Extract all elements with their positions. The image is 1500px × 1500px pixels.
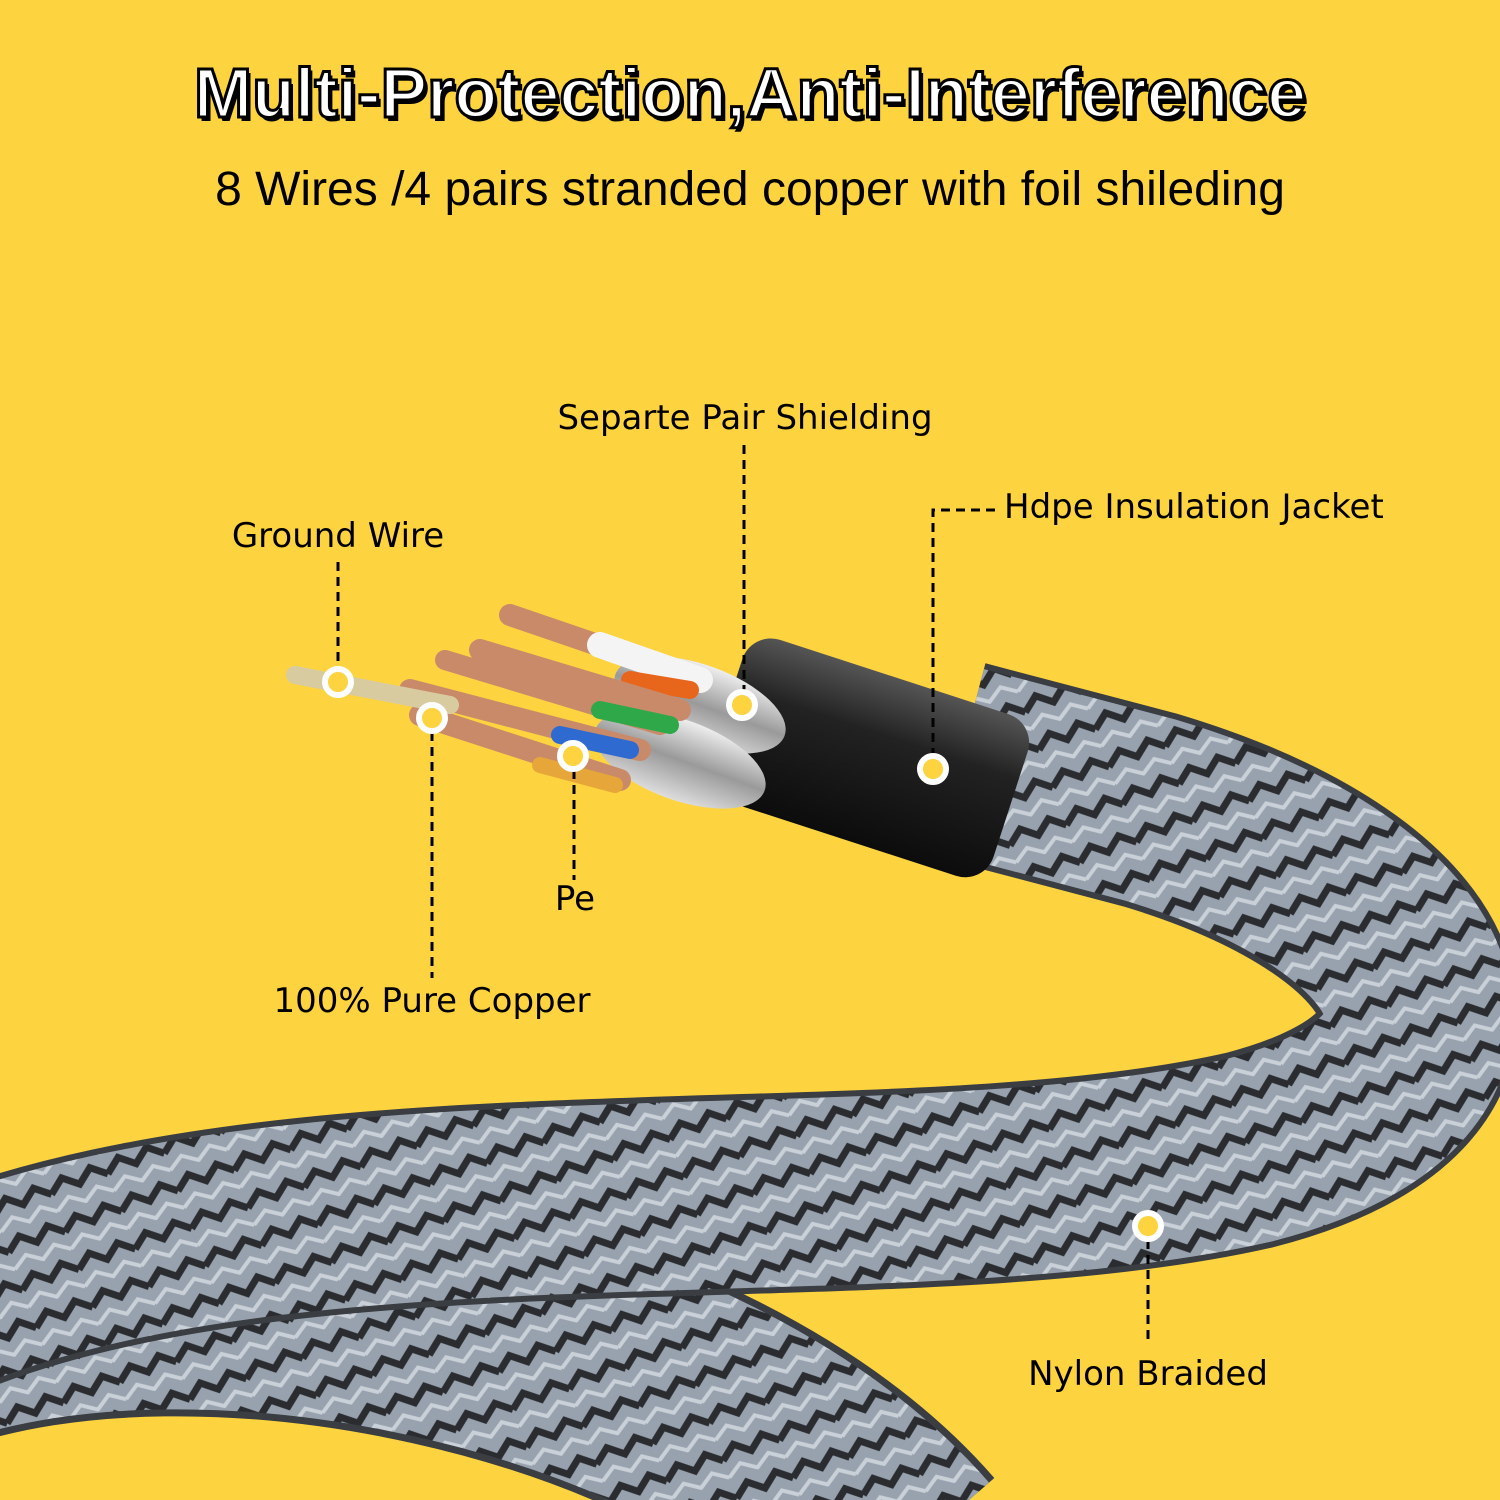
callout-lines — [336, 445, 1150, 1345]
label-pe: Pe — [554, 879, 596, 919]
label-jacket: Hdpe Insulation Jacket — [1004, 487, 1384, 527]
marker-jacket — [917, 753, 949, 785]
copper-wires — [286, 604, 713, 793]
label-ground-wire: Ground Wire — [231, 516, 445, 556]
headline: Multi-Protection,Anti-Interference — [192, 53, 1307, 134]
subheadline: 8 Wires /4 pairs stranded copper with fo… — [215, 163, 1285, 216]
label-pair-shielding: Separte Pair Shielding — [557, 398, 933, 438]
marker-copper — [416, 702, 448, 734]
label-copper: 100% Pure Copper — [273, 981, 591, 1021]
insulation-jacket — [706, 638, 1030, 878]
marker-ground-wire — [322, 666, 354, 698]
marker-pe — [557, 740, 589, 772]
label-braid: Nylon Braided — [1028, 1354, 1268, 1394]
marker-pair-shielding — [726, 689, 758, 721]
braided-cable — [0, 663, 1500, 1500]
marker-braid — [1132, 1210, 1164, 1242]
